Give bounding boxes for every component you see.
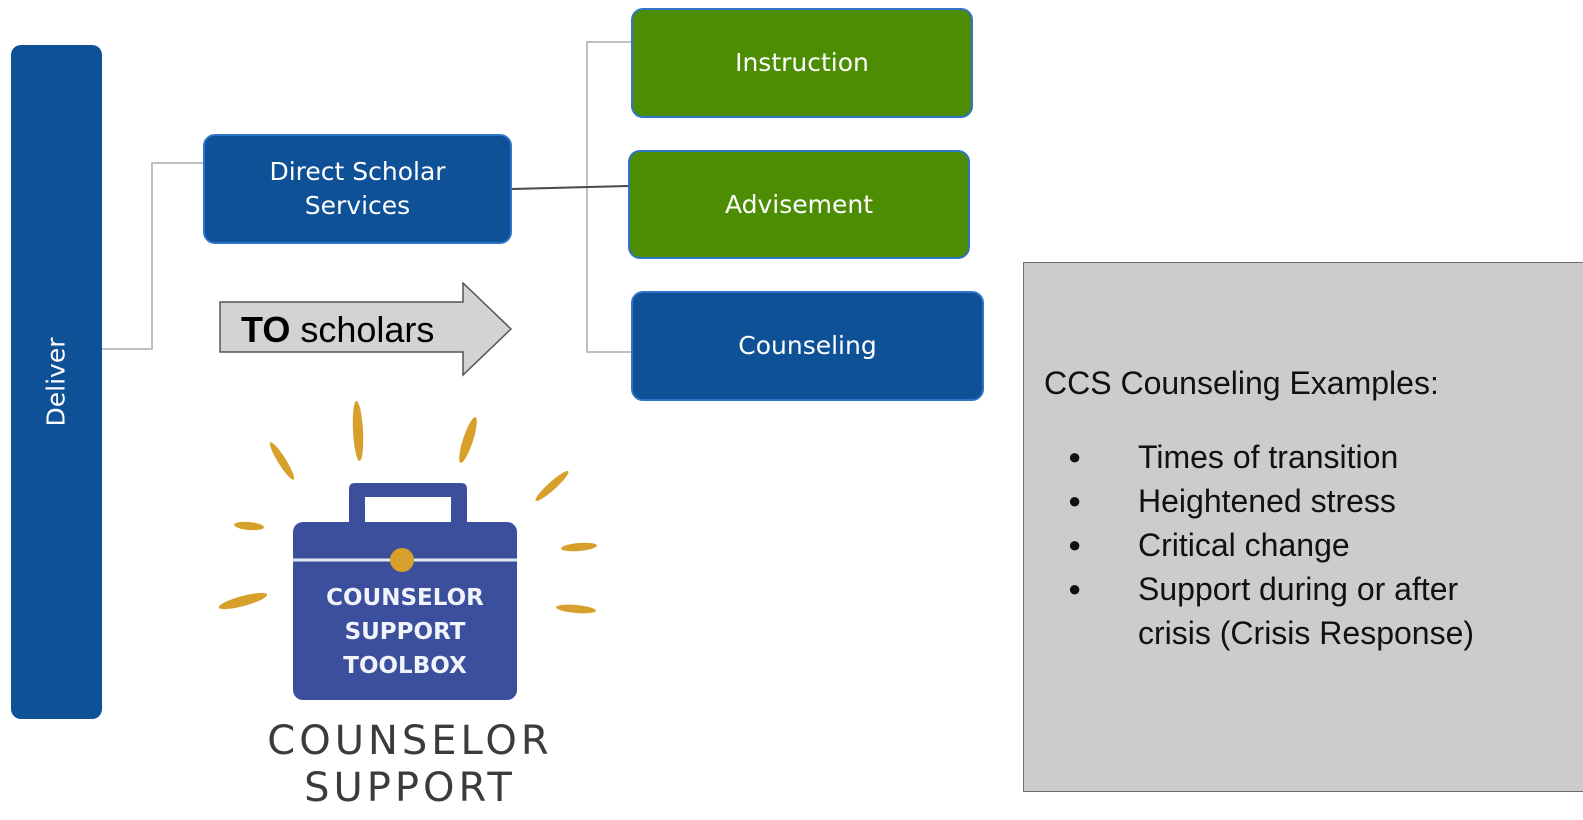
counseling-examples-panel: CCS Counseling Examples: Times of transi… — [1023, 262, 1583, 792]
instruction-node: Instruction — [631, 8, 973, 118]
toolbox-badge-line-3: TOOLBOX — [343, 653, 467, 679]
examples-title: CCS Counseling Examples: — [1044, 365, 1439, 401]
counseling-label: Counseling — [738, 331, 877, 360]
logo-caption: COUNSELOR SUPPORT — [225, 718, 595, 812]
direct-scholar-services-label: Direct Scholar Services — [269, 157, 446, 220]
counseling-node: Counseling — [631, 291, 984, 401]
advisement-node: Advisement — [628, 150, 970, 259]
scholars-label: scholars — [290, 309, 435, 350]
sun-rays — [218, 401, 597, 614]
to-label: TO — [241, 309, 291, 350]
instruction-label: Instruction — [735, 48, 869, 77]
list-item: Heightened stress — [1060, 479, 1530, 523]
counselor-support-toolbox-logo: COUNSELOR SUPPORT TOOLBOX — [218, 401, 597, 700]
logo-caption-line-2: SUPPORT — [304, 765, 516, 811]
list-item: Critical change — [1060, 523, 1530, 567]
deliver-label: Deliver — [41, 337, 71, 427]
direct-scholar-services-node: Direct Scholar Services — [203, 134, 512, 244]
to-scholars-arrow — [219, 282, 513, 377]
list-item: Times of transition — [1060, 435, 1530, 479]
to-scholars-label: TO scholars — [241, 310, 434, 350]
examples-list: Times of transition Heightened stress Cr… — [1060, 435, 1530, 655]
advisement-label: Advisement — [724, 189, 874, 219]
list-item: Support during or after crisis (Crisis R… — [1060, 567, 1530, 655]
toolbox-badge-line-2: SUPPORT — [345, 619, 466, 645]
toolbox-badge-line-1: COUNSELOR — [326, 585, 484, 611]
deliver-node: Deliver — [11, 45, 102, 719]
logo-caption-line-1: COUNSELOR — [267, 718, 553, 764]
